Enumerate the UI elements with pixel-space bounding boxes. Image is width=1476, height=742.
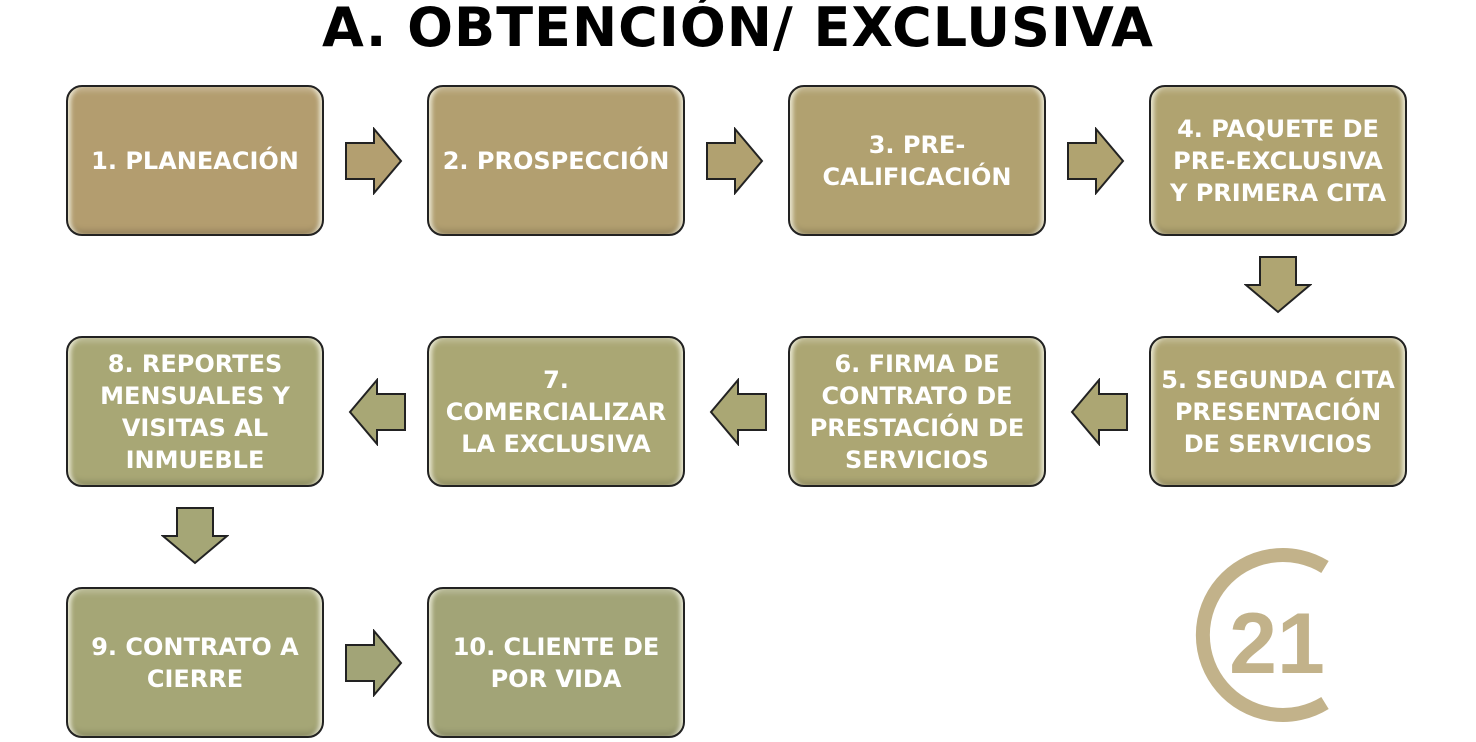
logo-text: 21 bbox=[1229, 596, 1325, 692]
arrow-right-icon bbox=[706, 127, 764, 195]
arrow-down-icon bbox=[1244, 256, 1312, 314]
step-10: 10. CLIENTE DE POR VIDA bbox=[427, 587, 685, 738]
step-4: 4. PAQUETE DE PRE-EXCLUSIVA Y PRIMERA CI… bbox=[1149, 85, 1407, 236]
step-9: 9. CONTRATO A CIERRE bbox=[66, 587, 324, 738]
step-5: 5. SEGUNDA CITA PRESENTACIÓN DE SERVICIO… bbox=[1149, 336, 1407, 487]
arrow-right-icon bbox=[345, 127, 403, 195]
step-7: 7. COMERCIALIZAR LA EXCLUSIVA bbox=[427, 336, 685, 487]
arrow-down-icon bbox=[161, 507, 229, 565]
century21-logo: 21 bbox=[1195, 548, 1329, 722]
arrow-right-icon bbox=[1067, 127, 1125, 195]
step-1: 1. PLANEACIÓN bbox=[66, 85, 324, 236]
arrow-right-icon bbox=[345, 629, 403, 697]
page-title: A. OBTENCIÓN/ EXCLUSIVA bbox=[322, 0, 1154, 59]
step-6: 6. FIRMA DE CONTRATO DE PRESTACIÓN DE SE… bbox=[788, 336, 1046, 487]
step-2: 2. PROSPECCIÓN bbox=[427, 85, 685, 236]
arrow-left-icon bbox=[1070, 378, 1128, 446]
arrow-left-icon bbox=[348, 378, 406, 446]
step-3: 3. PRE-CALIFICACIÓN bbox=[788, 85, 1046, 236]
step-8: 8. REPORTES MENSUALES Y VISITAS AL INMUE… bbox=[66, 336, 324, 487]
arrow-left-icon bbox=[709, 378, 767, 446]
